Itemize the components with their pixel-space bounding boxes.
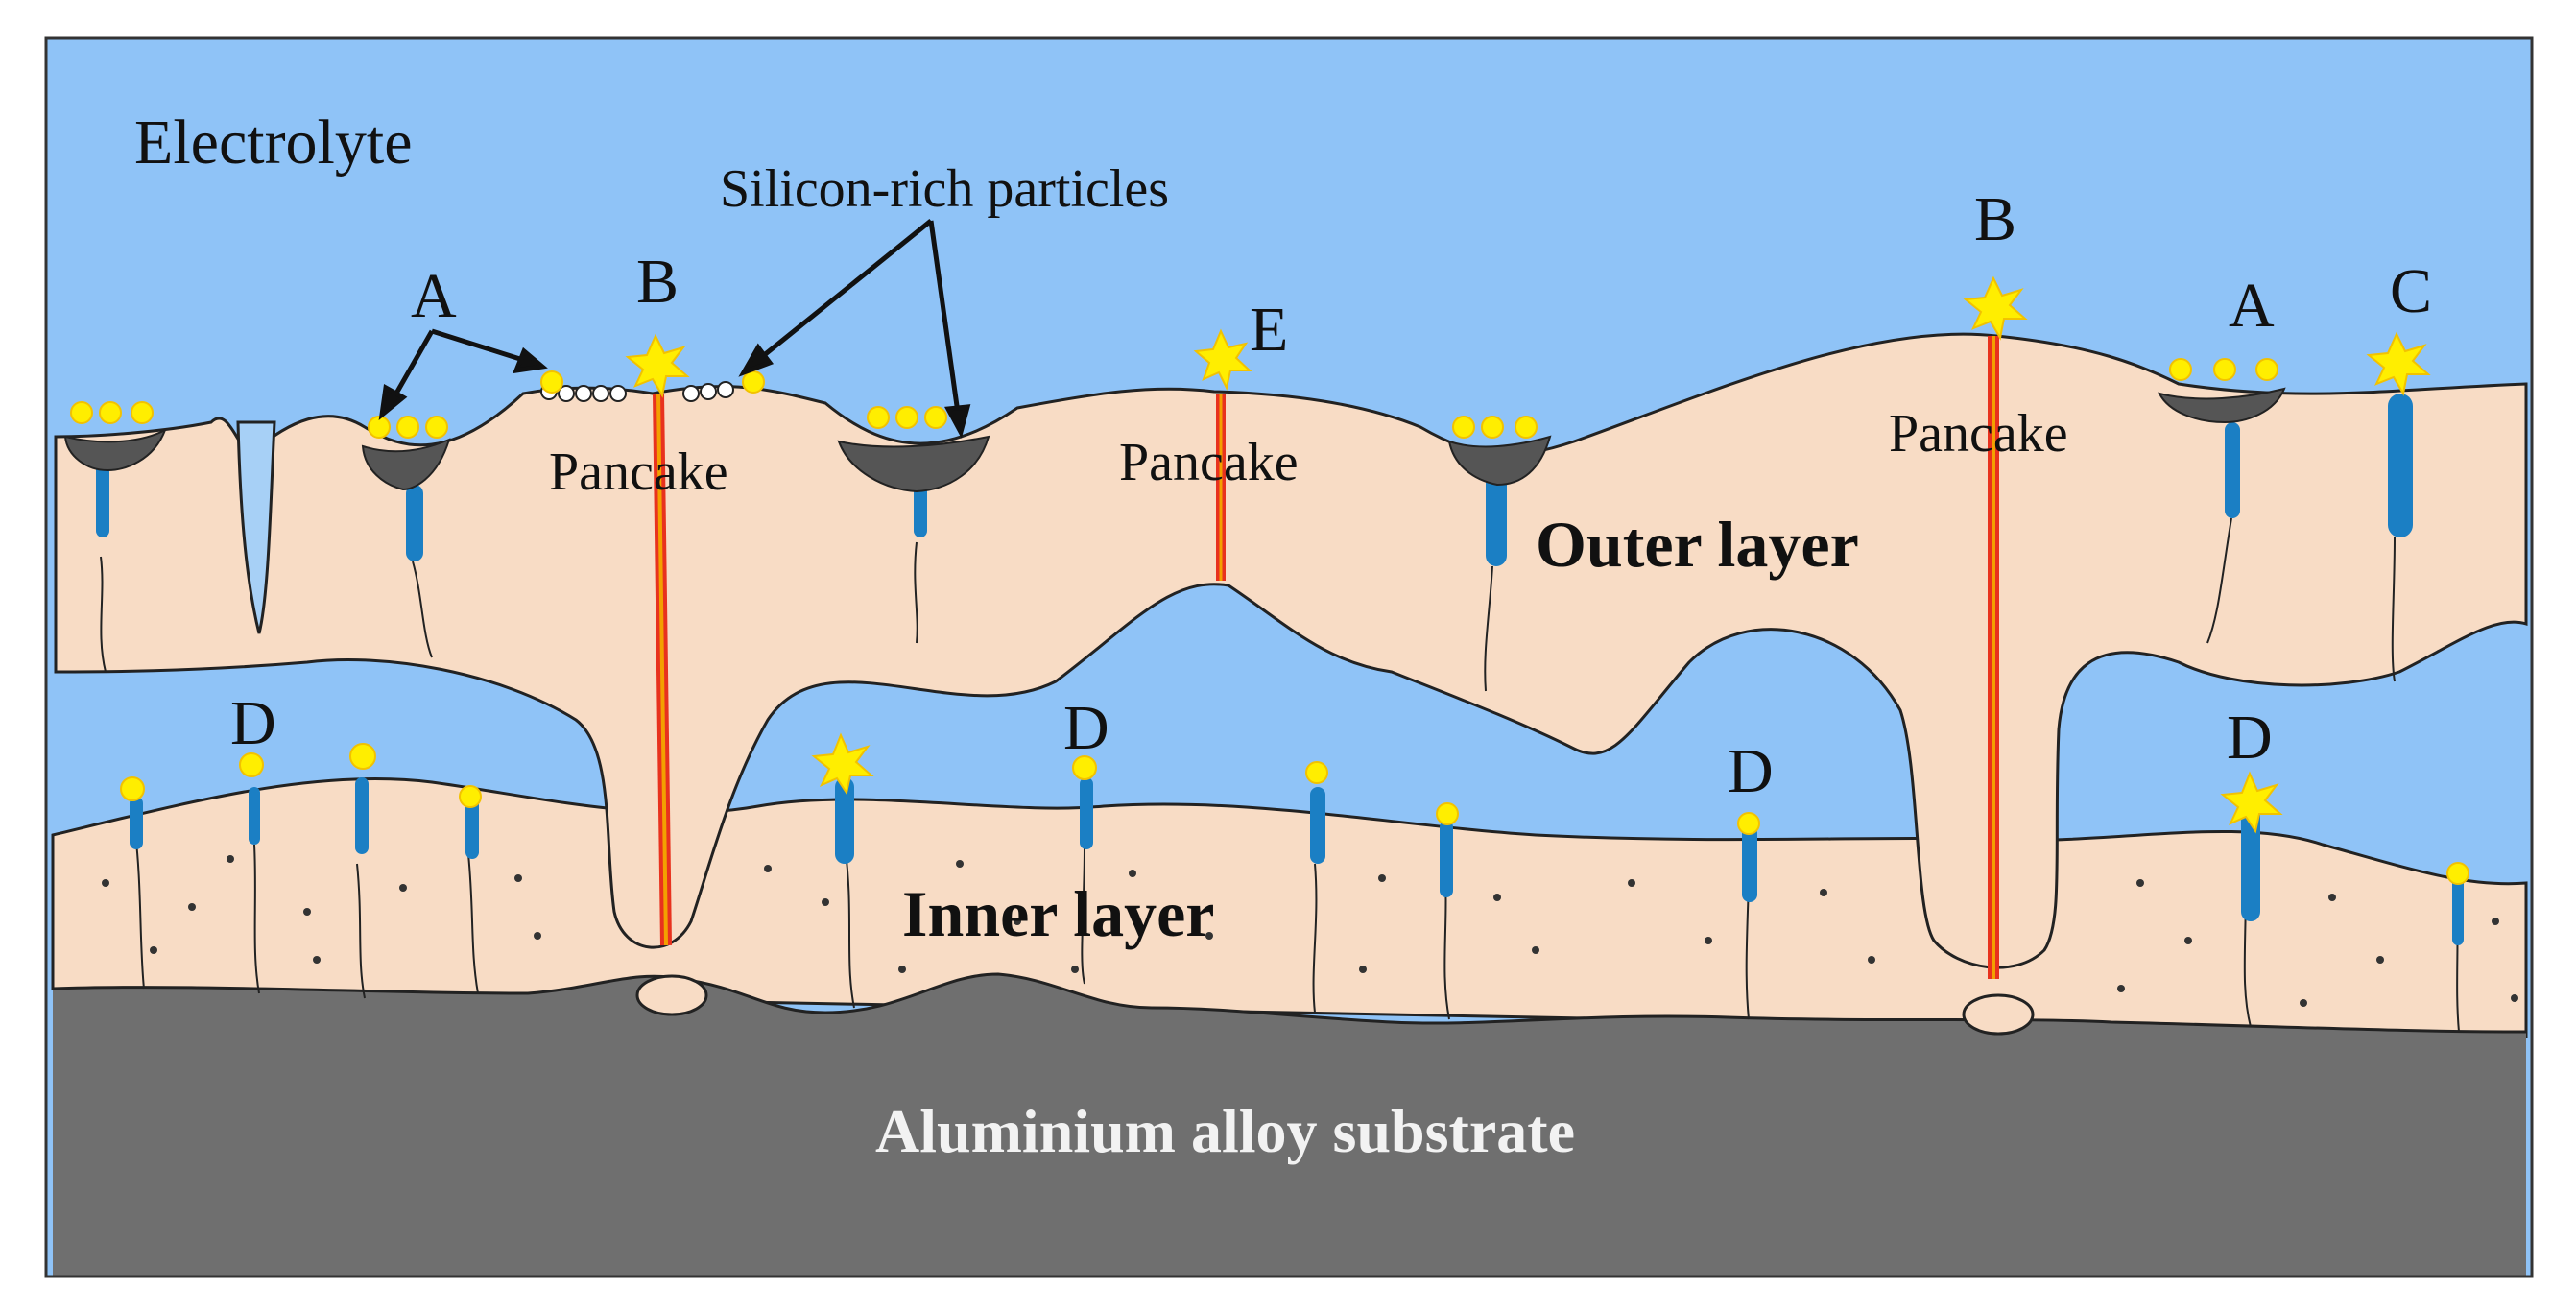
label-d-4: D — [2227, 703, 2273, 773]
label-outer-layer: Outer layer — [1536, 508, 1859, 581]
inner-pores — [130, 777, 2464, 945]
label-d-1: D — [230, 688, 276, 758]
label-pancake-middle: Pancake — [1119, 433, 1299, 492]
inner-layer-dots — [102, 855, 2518, 1007]
label-d-3: D — [1728, 736, 1774, 806]
label-d-2: D — [1063, 693, 1109, 763]
label-a-left: A — [411, 261, 457, 331]
label-inner-layer: Inner layer — [902, 877, 1215, 950]
label-c: C — [2390, 256, 2432, 326]
label-electrolyte: Electrolyte — [134, 107, 413, 178]
outer-layer — [54, 332, 2528, 969]
label-a-right: A — [2229, 271, 2275, 341]
grain-boundaries — [100, 517, 2460, 1033]
label-substrate: Aluminium alloy substrate — [875, 1097, 1575, 1165]
label-silicon-rich-particles: Silicon-rich particles — [720, 159, 1169, 219]
diagram-frame — [44, 36, 2534, 1278]
discharge-channels — [653, 336, 1999, 979]
pancake-root — [1962, 993, 2035, 1036]
annotation-arrows — [378, 219, 971, 439]
outer-layer-crack — [236, 420, 276, 634]
label-pancake-left: Pancake — [549, 442, 728, 502]
pancake-root — [635, 974, 708, 1016]
label-b-left: B — [636, 247, 679, 317]
silicon-particle-clusters — [63, 381, 2286, 493]
substrate-boundary — [52, 972, 2527, 1034]
substrate — [53, 974, 2526, 1276]
discharge-sparks — [70, 275, 2469, 885]
label-e: E — [1250, 295, 1288, 365]
label-pancake-right: Pancake — [1889, 404, 2068, 464]
label-b-right: B — [1974, 184, 2016, 254]
